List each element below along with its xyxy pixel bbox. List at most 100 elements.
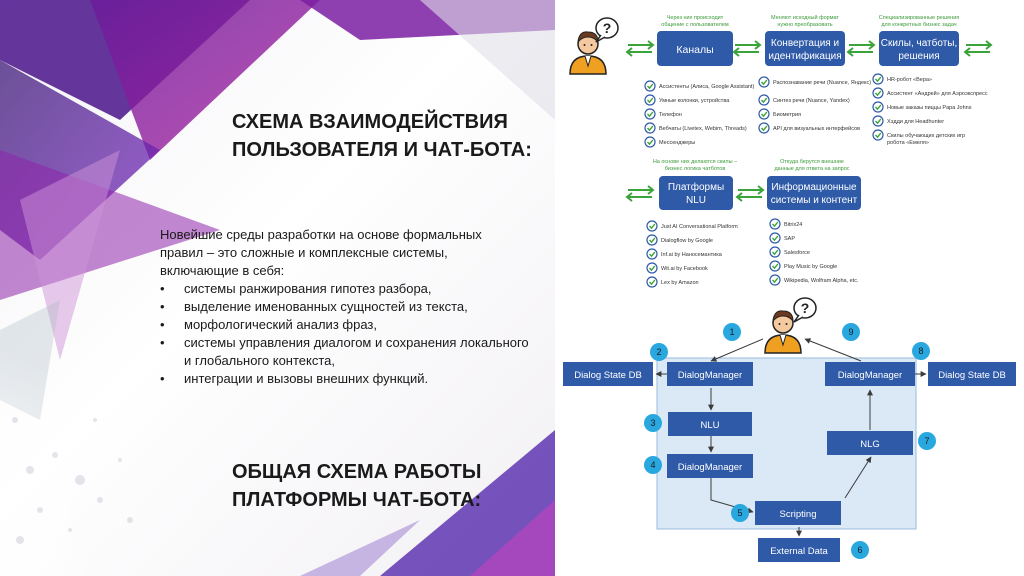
question-bubble-icon [595,17,619,43]
svg-text:2: 2 [656,347,661,357]
bidirectional-arrow-icon [733,40,761,57]
check-icon [769,218,781,230]
step-circle: 5 [731,504,749,522]
list-item: Salesforce [784,250,810,256]
decorative-background [0,0,555,576]
block-title: идентификация [768,50,841,62]
bullet-item: интеграции и вызовы внешних функций. [160,370,530,388]
svg-text:6: 6 [857,545,862,555]
step-circle: 1 [723,323,741,341]
list-item: Новые заказы пиццы Papa Johns [887,105,972,111]
list-item: Wit.ai by Facebook [661,266,708,272]
svg-text:7: 7 [924,436,929,446]
list-item: Скилы обучающих детских игр [887,133,965,139]
list-item: Ассистенты (Алиса, Google Assistant) [659,84,754,90]
block-note: общение с пользователем [661,22,729,28]
svg-text:DialogManager: DialogManager [678,462,742,473]
node-dialog-state-db-left: Dialog State DB [563,362,653,386]
conversion-items-list: Распознавание речи (Nuance, Яндекс) Синт… [758,76,871,134]
step-circle: 8 [912,342,930,360]
node-nlg: NLG [827,431,913,455]
svg-text:NLU: NLU [700,420,719,431]
block-title: Информационные [771,181,857,193]
block-title: Каналы [676,44,713,56]
user-icon [764,310,802,354]
block-note: На основе них делаются скилы – [653,159,738,165]
check-icon [758,76,770,88]
block-note: нужно преобразовать [777,22,832,28]
node-external-data: External Data [758,538,840,562]
svg-text:DialogManager: DialogManager [838,370,902,381]
list-item: Lex by Amazon [661,280,699,286]
block-title: Платформы [668,181,724,193]
diagram-canvas: ? Через них происходит общение с пол [563,14,1016,562]
list-item: Inf.ai by Наносемантика [661,252,723,258]
check-icon [646,248,658,260]
block-title: Конвертация и [771,38,839,49]
list-item: робота «Емеля» [887,140,929,146]
nlu-platforms-items-list: Just AI Conversational Platform Dialogfl… [646,220,738,288]
node-scripting: Scripting [755,501,841,525]
check-icon [872,101,884,113]
list-item: Just AI Conversational Platform [661,224,738,230]
block-note: Через них происходит [667,15,724,21]
node-dialog-manager-in: DialogManager [667,362,753,386]
check-icon [644,108,656,120]
check-icon [872,87,884,99]
list-item: Мессенджеры [659,140,695,146]
block-title: NLU [686,195,706,206]
svg-text:Dialog State DB: Dialog State DB [938,370,1006,381]
check-icon [769,274,781,286]
step-circle: 6 [851,541,869,559]
svg-text:1: 1 [729,327,734,337]
skills-items-list: HR-робот «Вера» Ассистент «Андрей» для А… [872,73,988,146]
list-item: Вебчаты (Livetex, Webim, Threads) [659,126,747,132]
node-dialog-manager-mid: DialogManager [667,454,753,478]
section-heading-interaction: СХЕМА ВЗАИМОДЕЙСТВИЯ ПОЛЬЗОВАТЕЛЯ И ЧАТ-… [232,111,532,161]
list-item: Ассистент «Андрей» для Аэроэкспресс [887,90,988,97]
node-dialog-manager-out: DialogManager [825,362,915,386]
block-note: Откуда берутся внешние [780,159,844,165]
list-item: Wikipedia, Wolfram Alpha, etc. [784,278,859,284]
list-item: API для визуальных интерфейсов [773,125,860,132]
info-systems-items-list: Bitrix24 SAP Salesforce Play Music by Go… [769,218,859,286]
step-markers: 1 2 3 4 5 6 7 8 9 [644,323,936,559]
list-item: Хэдди для Headhunter [887,119,944,125]
bidirectional-arrow-icon [626,185,654,202]
scheme-block-channels: Через них происходит общение с пользоват… [657,15,733,66]
list-item: Синтез речи (Nuance, Yandex) [773,98,850,104]
step-circle: 9 [842,323,860,341]
node-nlu: NLU [668,412,752,436]
right-panel: ? Через них происходит общение с пол [555,0,1024,576]
block-title: решения [898,51,939,62]
bidirectional-arrow-icon [736,185,764,202]
scheme-block-conversion: Меняют исходный формат нужно преобразова… [765,14,845,66]
svg-text:DialogManager: DialogManager [678,370,742,381]
block-note: Меняют исходный формат [771,14,839,21]
check-icon [769,232,781,244]
check-icon [644,80,656,92]
list-item: Умные колонки, устройства [659,97,730,104]
bullet-item: морфологический анализ фраз, [160,316,530,334]
check-icon [758,122,770,134]
svg-text:5: 5 [737,508,742,518]
check-icon [872,129,884,141]
node-dialog-state-db-right: Dialog State DB [928,362,1016,386]
scheme-block-nlu-platforms: На основе них делаются скилы – бизнес ло… [653,159,738,210]
step-circle: 4 [644,456,662,474]
question-bubble-icon [793,297,817,323]
check-icon [758,108,770,120]
check-icon [872,115,884,127]
list-item: SAP [784,236,795,242]
list-item: Распознавание речи (Nuance, Яндекс) [773,80,871,86]
step-circle: 2 [650,343,668,361]
step-circle: 3 [644,414,662,432]
bidirectional-arrow-icon [964,40,992,57]
check-icon [872,73,884,85]
svg-text:8: 8 [918,346,923,356]
check-icon [644,94,656,106]
check-icon [644,122,656,134]
svg-text:4: 4 [650,460,655,470]
step-circle: 7 [918,432,936,450]
block-note: для конкретных бизнес задач [881,22,956,28]
